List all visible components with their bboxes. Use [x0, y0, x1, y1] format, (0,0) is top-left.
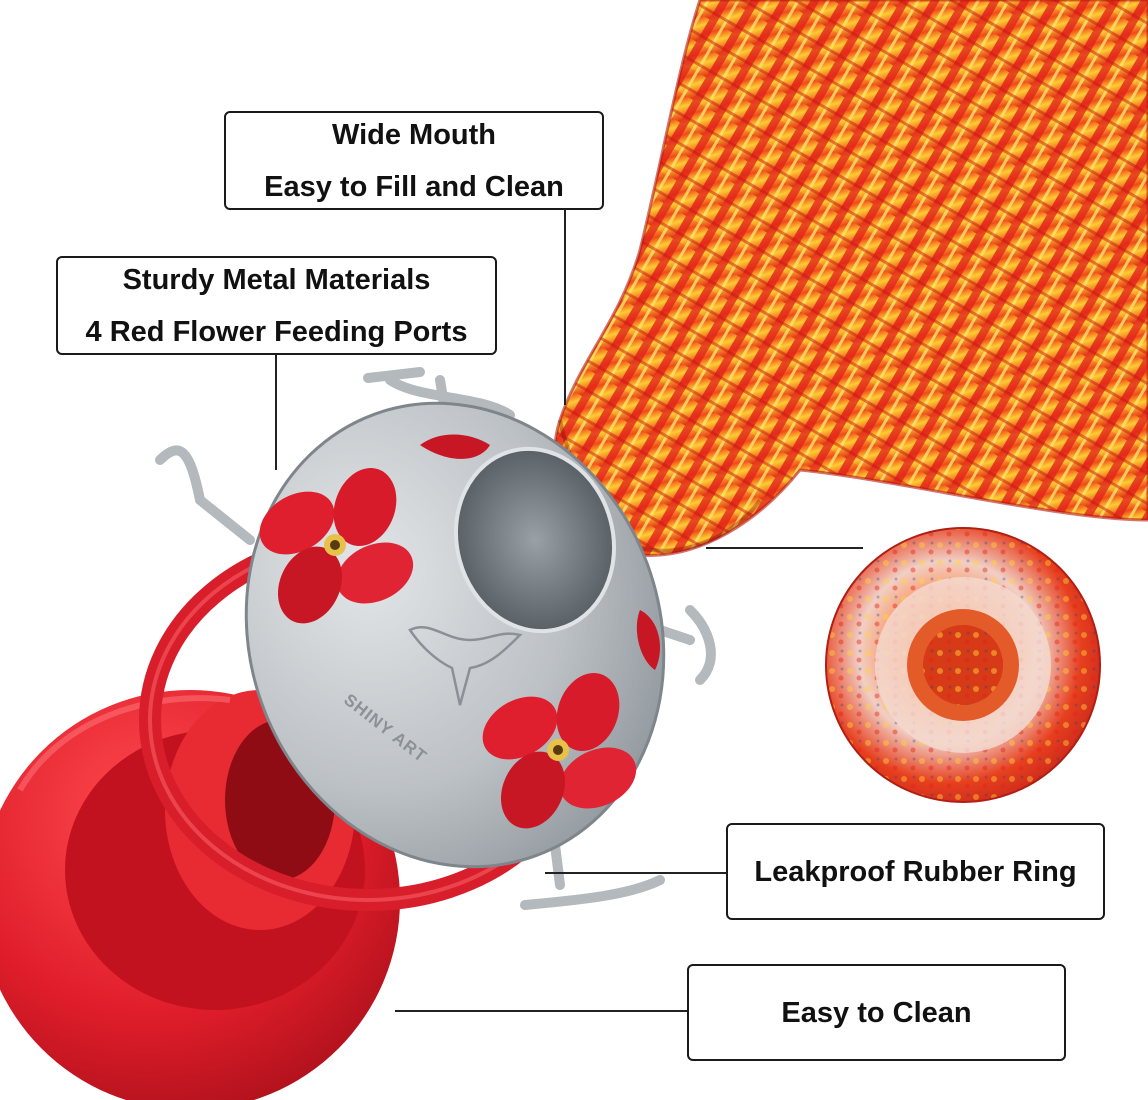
- flower-feeding-port: [259, 468, 414, 624]
- callout-easy-to-clean: Easy to Clean: [687, 964, 1066, 1061]
- callout-metal-subtitle: 4 Red Flower Feeding Ports: [85, 315, 468, 348]
- callout-rubber-ring-title: Leakproof Rubber Ring: [754, 855, 1077, 888]
- leader-lines: [275, 210, 863, 1012]
- callout-easy-clean-title: Easy to Clean: [781, 996, 972, 1029]
- callout-wide-mouth-title: Wide Mouth: [331, 118, 497, 151]
- glass-bottle: [553, 0, 1148, 557]
- callout-metal-title: Sturdy Metal Materials: [122, 263, 431, 296]
- callout-metal-materials: Sturdy Metal Materials 4 Red Flower Feed…: [56, 256, 497, 355]
- flower-feeding-port: [420, 434, 660, 670]
- callout-rubber-ring: Leakproof Rubber Ring: [726, 823, 1105, 920]
- flower-feeding-port: [482, 673, 637, 829]
- callout-wide-mouth: Wide Mouth Easy to Fill and Clean: [224, 111, 604, 210]
- red-base-dish: [0, 690, 400, 1100]
- bottle-mouth-view: [825, 527, 1101, 803]
- callout-wide-mouth-subtitle: Easy to Fill and Clean: [264, 170, 564, 203]
